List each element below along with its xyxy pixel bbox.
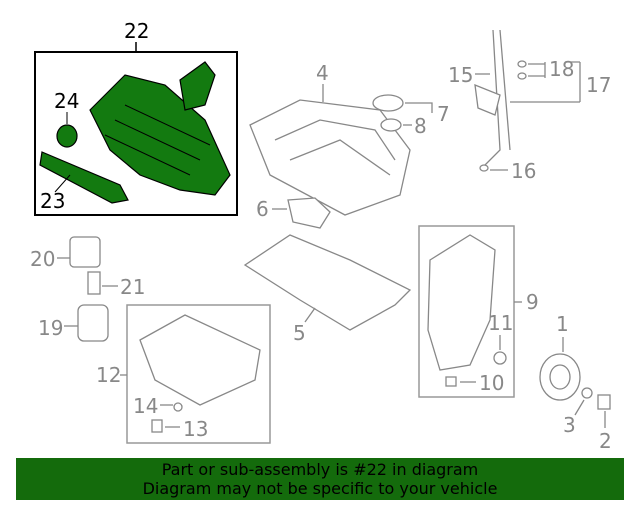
valve-cover-gasket[interactable]: [243, 234, 412, 331]
oil-filter-bolt[interactable]: [87, 271, 101, 295]
callout-5[interactable]: 5: [293, 321, 306, 345]
callout-6[interactable]: 6: [256, 197, 269, 221]
banner-line-1: Part or sub-assembly is #22 in diagram: [161, 460, 479, 479]
bolt-10[interactable]: [445, 376, 457, 387]
intake-manifold-highlighted[interactable]: [39, 61, 231, 204]
callout-15[interactable]: 15: [448, 63, 473, 87]
callout-20[interactable]: 20: [30, 247, 55, 271]
callout-8[interactable]: 8: [414, 114, 427, 138]
callout-24[interactable]: 24: [54, 89, 79, 113]
callout-14[interactable]: 14: [133, 394, 158, 418]
banner-line-2: Diagram may not be specific to your vehi…: [142, 479, 498, 498]
pulley-bolt[interactable]: [597, 394, 611, 410]
callout-2[interactable]: 2: [599, 429, 612, 453]
callout-10[interactable]: 10: [479, 371, 504, 395]
callout-23[interactable]: 23: [40, 189, 65, 213]
info-banner: Part or sub-assembly is #22 in diagram D…: [16, 458, 624, 500]
oil-filler-cap[interactable]: [372, 94, 404, 132]
callout-7[interactable]: 7: [437, 102, 450, 126]
callout-12[interactable]: 12: [96, 363, 121, 387]
timing-cover[interactable]: [427, 234, 496, 371]
callout-9[interactable]: 9: [526, 290, 539, 314]
washer-3[interactable]: [581, 387, 593, 399]
drain-plug[interactable]: [151, 419, 163, 433]
callout-1[interactable]: 1: [556, 312, 569, 336]
timing-cover-box: [418, 225, 515, 398]
callout-13[interactable]: 13: [183, 417, 208, 441]
valve-cover[interactable]: [249, 99, 411, 216]
callout-21[interactable]: 21: [120, 275, 145, 299]
drain-plug-washer[interactable]: [173, 402, 183, 412]
callout-22[interactable]: 22: [124, 19, 149, 43]
callout-18[interactable]: 18: [549, 57, 574, 81]
dipstick-tube[interactable]: [474, 29, 527, 172]
callout-11[interactable]: 11: [488, 311, 513, 335]
gasket-6[interactable]: [287, 197, 331, 229]
oil-cooler[interactable]: [69, 236, 101, 268]
oil-pan-box: [126, 304, 271, 444]
seal-11[interactable]: [493, 351, 507, 365]
callout-17[interactable]: 17: [586, 73, 611, 97]
crankshaft-pulley[interactable]: [539, 353, 581, 401]
callout-3[interactable]: 3: [563, 413, 576, 437]
callout-16[interactable]: 16: [511, 159, 536, 183]
callout-19[interactable]: 19: [38, 316, 63, 340]
oil-pan[interactable]: [139, 314, 261, 406]
callout-4[interactable]: 4: [316, 61, 329, 85]
oil-filter[interactable]: [77, 304, 109, 342]
